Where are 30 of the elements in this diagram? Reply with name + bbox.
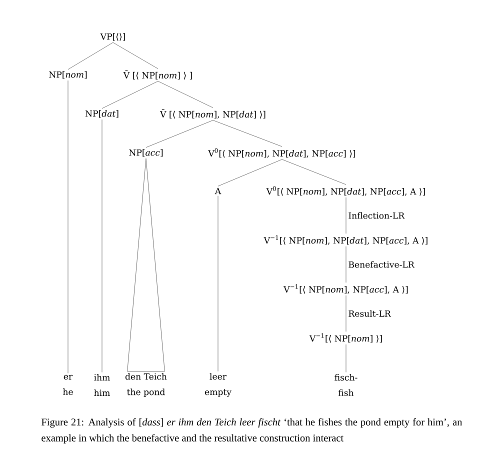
category-label: V$^{0}$[⟨ NP[nom], NP[dat], NP[acc], A ⟩] — [266, 186, 425, 196]
category-label: NP[acc] — [129, 149, 163, 157]
category-label: V̄ [⟨ NP[nom] ⟩ ] — [123, 70, 192, 80]
branch-line — [102, 80, 158, 109]
word-gloss: leer empty — [204, 373, 232, 397]
category-label: V$^{0}$[⟨ NP[nom], NP[dat], NP[acc] ⟩] — [208, 148, 356, 158]
word-gloss: den Teich the pond — [125, 373, 167, 397]
branch-line — [112, 42, 158, 69]
category-label: NP[dat] — [85, 110, 118, 118]
triangle — [127, 158, 165, 372]
word-gloss: fisch- fish — [334, 374, 358, 396]
branch-line — [212, 120, 282, 147]
edge-label: Result-LR — [348, 310, 392, 317]
branch-line — [68, 42, 114, 70]
category-label: VP[⟨⟩] — [100, 33, 125, 41]
word-gloss: er he — [63, 374, 73, 396]
category-label: NP[nom] — [49, 71, 87, 79]
branch-line — [158, 80, 214, 108]
category-label: V$^{−1}$[⟨ NP[nom] ⟩] — [309, 333, 382, 343]
word-gloss: ihm him — [94, 374, 110, 396]
figure-caption: Figure 21: Analysis of [dass] er ihm den Teich leer fischt ‘that he fishes the pond empty for him’, an example in which the benefactive and the resultative construction interact — [42, 418, 462, 444]
branch-line — [282, 159, 346, 185]
category-label: V$^{−1}$[⟨ NP[nom], NP[dat], NP[acc], A ⟩] — [264, 235, 428, 245]
branch-line — [218, 159, 282, 186]
branch-line — [146, 120, 214, 148]
category-label: V̄ [⟨ NP[nom], NP[dat] ⟩] — [160, 109, 266, 119]
category-label: V$^{−1}$[⟨ NP[nom], NP[acc], A ⟩] — [284, 284, 408, 294]
category-label: A — [214, 188, 222, 194]
edge-label: Inflection-LR — [348, 212, 405, 219]
edge-label: Benefactive-LR — [348, 261, 415, 268]
